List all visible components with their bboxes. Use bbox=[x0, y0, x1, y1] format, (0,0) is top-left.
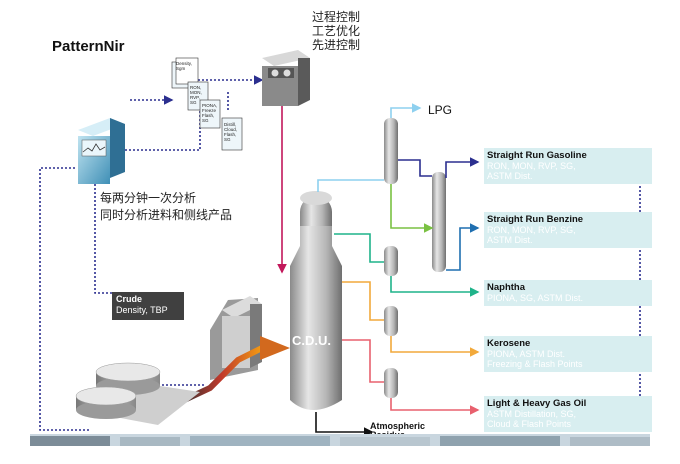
product-light-heavy-gas-oil: Light & Heavy Gas Oil ASTM Distillation,… bbox=[484, 396, 652, 432]
doc-1-line-1: Density, bbox=[176, 61, 192, 66]
doc-4-line-1: Distill, bbox=[224, 122, 236, 127]
doc-3: PIONA, Freeze Flash, SG bbox=[202, 103, 217, 123]
doc-2-line-1: RON, bbox=[190, 85, 202, 90]
doc-3-line-2: Freeze bbox=[202, 108, 217, 113]
product-line-2: Cloud & Flash Points bbox=[487, 419, 572, 429]
report-documents bbox=[171, 57, 243, 151]
product-line-1: PIONA, ASTM Dist. bbox=[487, 349, 566, 359]
product-name: Light & Heavy Gas Oil bbox=[487, 398, 587, 409]
doc-3-line-4: SG bbox=[202, 118, 209, 123]
doc-2-line-3: RVP, bbox=[190, 95, 200, 100]
product-line-2: Freezing & Flash Points bbox=[487, 359, 583, 369]
doc-2-line-4: SG bbox=[190, 100, 197, 105]
doc-3-line-3: Flash, bbox=[202, 113, 215, 118]
label-process-control: 过程控制 bbox=[312, 10, 361, 24]
crude-title: Crude bbox=[116, 294, 143, 304]
product-naphtha: Naphtha PIONA, SG, ASTM Dist. bbox=[484, 280, 652, 306]
product-name: Straight Run Gasoline bbox=[487, 150, 587, 161]
product-name: Naphtha bbox=[487, 282, 525, 293]
label-advanced-control: 先进控制 bbox=[312, 38, 361, 52]
doc-3-line-1: PIONA, bbox=[202, 103, 218, 108]
cdu-column bbox=[290, 191, 342, 410]
product-name: Straight Run Benzine bbox=[487, 214, 584, 225]
process-labels: 过程控制 工艺优化 先进控制 bbox=[312, 10, 360, 52]
product-straight-run-gasoline: Straight Run Gasoline RON, MON, RVP, SG,… bbox=[484, 148, 652, 184]
doc-4: Distill, Cloud, Flash, SG bbox=[224, 122, 237, 142]
crude-subtitle: Density, TBP bbox=[116, 305, 168, 315]
product-line-1: PIONA, SG, ASTM Dist. bbox=[487, 293, 584, 303]
app-title: PatternNir bbox=[52, 38, 125, 55]
bottom-image-strip bbox=[30, 433, 650, 446]
side-columns bbox=[384, 118, 446, 398]
doc-2: RON, MON, RVP, SG bbox=[190, 85, 202, 105]
furnace bbox=[210, 296, 262, 380]
lpg-label: LPG bbox=[428, 103, 453, 117]
atm-line-1: Atmospheric bbox=[370, 421, 426, 431]
product-line-1: RON, MON, RVP, SG, bbox=[487, 225, 576, 235]
crude-label-box: Crude Density, TBP bbox=[112, 292, 184, 320]
cdu-label: C.D.U. bbox=[292, 333, 331, 348]
doc-1-line-2: Sgm bbox=[176, 66, 186, 71]
doc-2-line-2: MON, bbox=[190, 90, 202, 95]
doc-4-line-3: Flash, bbox=[224, 132, 237, 137]
nir-analyzer bbox=[78, 118, 125, 184]
doc-4-line-4: SG bbox=[224, 137, 231, 142]
analysis-note-line-1: 每两分钟一次分析 bbox=[100, 191, 197, 205]
crude-tanks bbox=[75, 362, 200, 425]
feed-arrow-head bbox=[260, 336, 290, 360]
product-line-2: ASTM Dist. bbox=[487, 171, 533, 181]
control-computer bbox=[262, 50, 310, 106]
product-straight-run-benzine: Straight Run Benzine RON, MON, RVP, SG, … bbox=[484, 212, 652, 248]
product-name: Kerosene bbox=[487, 338, 531, 349]
product-kerosene: Kerosene PIONA, ASTM Dist. Freezing & Fl… bbox=[484, 336, 652, 372]
product-line-2: ASTM Dist. bbox=[487, 235, 533, 245]
product-line-1: RON, MON, RVP, SG, bbox=[487, 161, 576, 171]
analysis-note-line-2: 同时分析进料和侧线产品 bbox=[100, 208, 233, 222]
product-line-1: ASTM Distillation, SG, bbox=[487, 409, 577, 419]
doc-4-line-2: Cloud, bbox=[224, 127, 238, 132]
doc-1: Density, Sgm bbox=[176, 61, 192, 71]
analysis-note: 每两分钟一次分析 同时分析进料和侧线产品 bbox=[100, 190, 232, 224]
label-process-optimization: 工艺优化 bbox=[312, 24, 361, 38]
